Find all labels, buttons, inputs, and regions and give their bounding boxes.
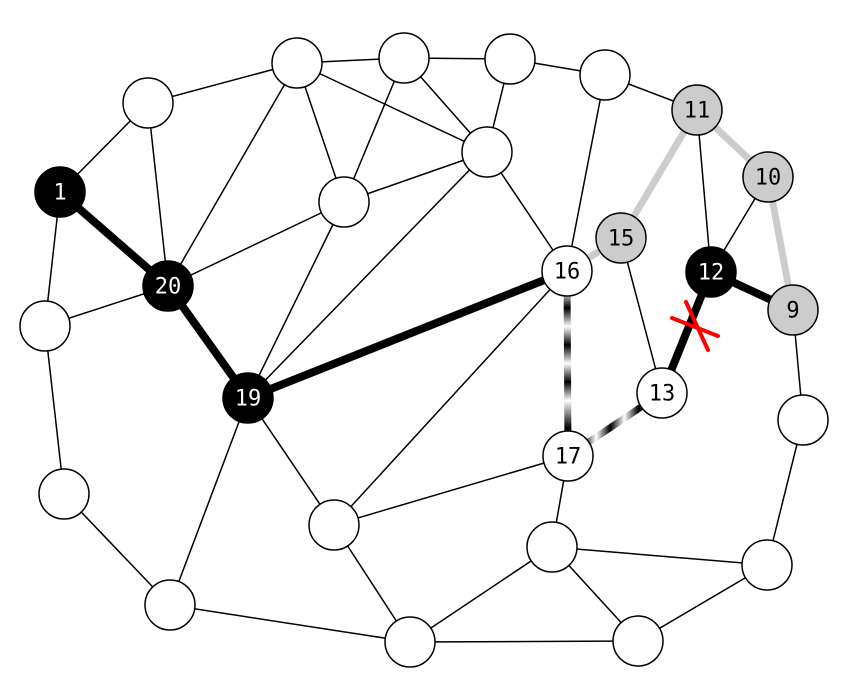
node-label: 11: [684, 99, 711, 124]
node-a8: [19, 300, 71, 352]
node-circle: [19, 300, 71, 352]
node-circle: [542, 430, 594, 482]
edge-a12-a14: [409, 640, 639, 643]
node-circle: [461, 126, 513, 178]
edge-a5-n16: [566, 74, 606, 272]
node-a7: [318, 176, 370, 228]
node-a2: [271, 37, 323, 89]
gradient-edges-layer: [563, 270, 664, 459]
node-circle: [384, 616, 436, 668]
node-label: 20: [155, 275, 182, 300]
node-1: 1: [34, 166, 86, 218]
node-19: 19: [222, 372, 274, 424]
node-a13: [526, 521, 578, 573]
node-label: 10: [755, 166, 782, 191]
node-a12: [384, 616, 436, 668]
node-label: 13: [649, 382, 676, 407]
edge-a13-a12: [409, 546, 553, 643]
edge-a10-a12: [169, 604, 411, 643]
node-circle: [526, 521, 578, 573]
edge-n19-a10: [169, 397, 249, 606]
node-16: 16: [541, 245, 593, 297]
node-circle: [38, 468, 90, 520]
edge-a11-n17: [333, 455, 569, 526]
node-circle: [671, 84, 723, 136]
edges-layer: [44, 57, 804, 643]
edge-n20-a7: [167, 201, 345, 287]
node-label: 15: [608, 227, 635, 252]
node-circle: [777, 394, 829, 446]
node-a16: [777, 394, 829, 446]
edge-a2-n20: [167, 62, 298, 287]
node-circle: [767, 284, 819, 336]
node-circle: [541, 245, 593, 297]
node-17: 17: [542, 430, 594, 482]
node-label: 19: [235, 387, 262, 412]
node-a6: [461, 126, 513, 178]
node-circle: [122, 77, 174, 129]
node-a4: [484, 33, 536, 85]
node-12: 12: [685, 246, 737, 298]
nodes-layer: 1 20 19 16 15 12 11 10 9 13 17: [19, 32, 829, 668]
node-label: 9: [786, 299, 799, 324]
edge-a6-n19: [247, 151, 488, 399]
edge-n16-a11: [333, 270, 568, 526]
node-a10: [144, 579, 196, 631]
node-a5: [579, 49, 631, 101]
node-circle: [595, 212, 647, 264]
node-13: 13: [636, 367, 688, 419]
node-9: 9: [767, 284, 819, 336]
gradient-edge-n16-n17: [563, 270, 572, 457]
node-11: 11: [671, 84, 723, 136]
edge-a2-a6: [296, 62, 488, 153]
node-circle: [142, 260, 194, 312]
cut-mark-stroke-1: [670, 316, 720, 338]
node-20: 20: [142, 260, 194, 312]
node-a11: [308, 499, 360, 551]
node-label: 17: [555, 445, 582, 470]
node-a9: [38, 468, 90, 520]
node-circle: [144, 579, 196, 631]
node-circle: [308, 499, 360, 551]
node-label: 16: [554, 260, 581, 285]
path-edge-n19-n16: [244, 267, 571, 402]
node-circle: [579, 49, 631, 101]
cut-mark-stroke-2: [684, 300, 710, 352]
node-a3: [378, 32, 430, 84]
node-circle: [742, 151, 794, 203]
node-10: 10: [742, 151, 794, 203]
node-circle: [318, 176, 370, 228]
node-circle: [636, 367, 688, 419]
cut-mark: [670, 300, 720, 352]
node-circle: [34, 166, 86, 218]
gray-edges-layer: [563, 106, 797, 314]
node-a15: [741, 539, 793, 591]
node-label: 12: [698, 261, 725, 286]
edge-a3-a7: [343, 57, 405, 203]
edge-n11-n12: [696, 109, 712, 273]
node-circle: [378, 32, 430, 84]
node-15: 15: [595, 212, 647, 264]
node-a14: [612, 615, 664, 667]
node-circle: [484, 33, 536, 85]
edge-a13-a15: [551, 546, 768, 566]
node-circle: [741, 539, 793, 591]
node-a1: [122, 77, 174, 129]
edge-a1-n20: [147, 102, 169, 287]
edge-a7-n19: [247, 201, 345, 399]
node-circle: [271, 37, 323, 89]
node-circle: [685, 246, 737, 298]
node-circle: [222, 372, 274, 424]
node-circle: [612, 615, 664, 667]
node-label: 1: [53, 181, 66, 206]
edge-a8-a9: [44, 325, 65, 495]
edge-n15-n13: [620, 237, 663, 394]
